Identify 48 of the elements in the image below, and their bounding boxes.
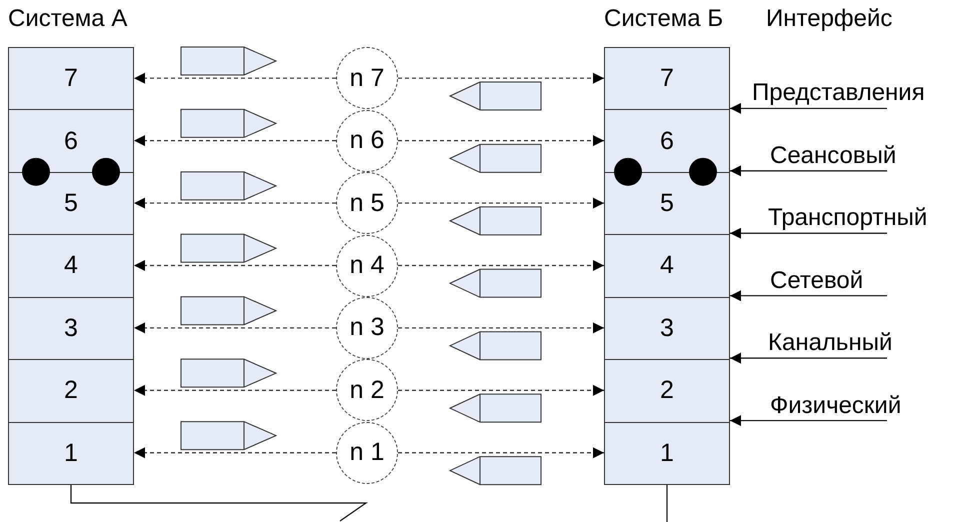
interface-label: Представления	[752, 79, 925, 108]
dashed-arrow	[398, 322, 604, 334]
dashed-arrow	[398, 198, 604, 209]
dashed-arrow	[134, 322, 336, 334]
dashed-arrow	[134, 135, 336, 146]
dashed-arrow	[398, 135, 604, 146]
dashed-arrow	[398, 447, 604, 458]
protocol-circle: n 7	[336, 47, 398, 110]
dashed-arrow	[398, 260, 604, 271]
arrow	[730, 102, 887, 114]
protocol-circle: n 5	[336, 172, 398, 234]
dashed-arrow	[134, 72, 336, 84]
system-title: Система А	[8, 5, 128, 33]
layer-cell: 4	[604, 234, 730, 298]
column-heading: Интерфейс	[766, 5, 892, 33]
interface-label: Канальный	[768, 329, 892, 358]
layer-cell: 1	[8, 422, 134, 485]
arrow	[730, 165, 887, 176]
arrow	[730, 352, 887, 364]
dashed-arrow	[398, 384, 604, 396]
layer-cell: 4	[8, 234, 134, 298]
layer-cell: 2	[604, 359, 730, 423]
protocol-circle: n 4	[336, 234, 398, 296]
interface-label: Сетевой	[770, 266, 864, 296]
dashed-arrow	[398, 72, 604, 84]
interface-label: Физический	[770, 392, 902, 421]
dashed-arrow	[134, 384, 336, 396]
layer-cell: 7	[604, 47, 730, 110]
layer-cell: 3	[8, 296, 134, 360]
layer-cell: 1	[604, 422, 730, 485]
protocol-circle: n 2	[336, 359, 398, 422]
layer-cell: 7	[8, 47, 134, 110]
connection-line	[70, 485, 368, 522]
arrow	[730, 415, 887, 426]
arrow	[730, 228, 887, 239]
layer-cell: 2	[8, 359, 134, 423]
interface-label: Транспортный	[768, 204, 928, 234]
interface-label: Сеансовый	[770, 142, 896, 171]
dashed-arrow	[134, 260, 336, 271]
dashed-arrow	[134, 198, 336, 209]
protocol-circle: n 1	[336, 422, 398, 484]
system-title: Система Б	[604, 5, 724, 33]
arrow	[730, 290, 887, 302]
connection-line	[666, 485, 668, 522]
dashed-arrow	[134, 447, 336, 458]
protocol-circle: n 6	[336, 110, 398, 172]
layer-cell: 3	[604, 296, 730, 360]
protocol-circle: n 3	[336, 296, 398, 359]
